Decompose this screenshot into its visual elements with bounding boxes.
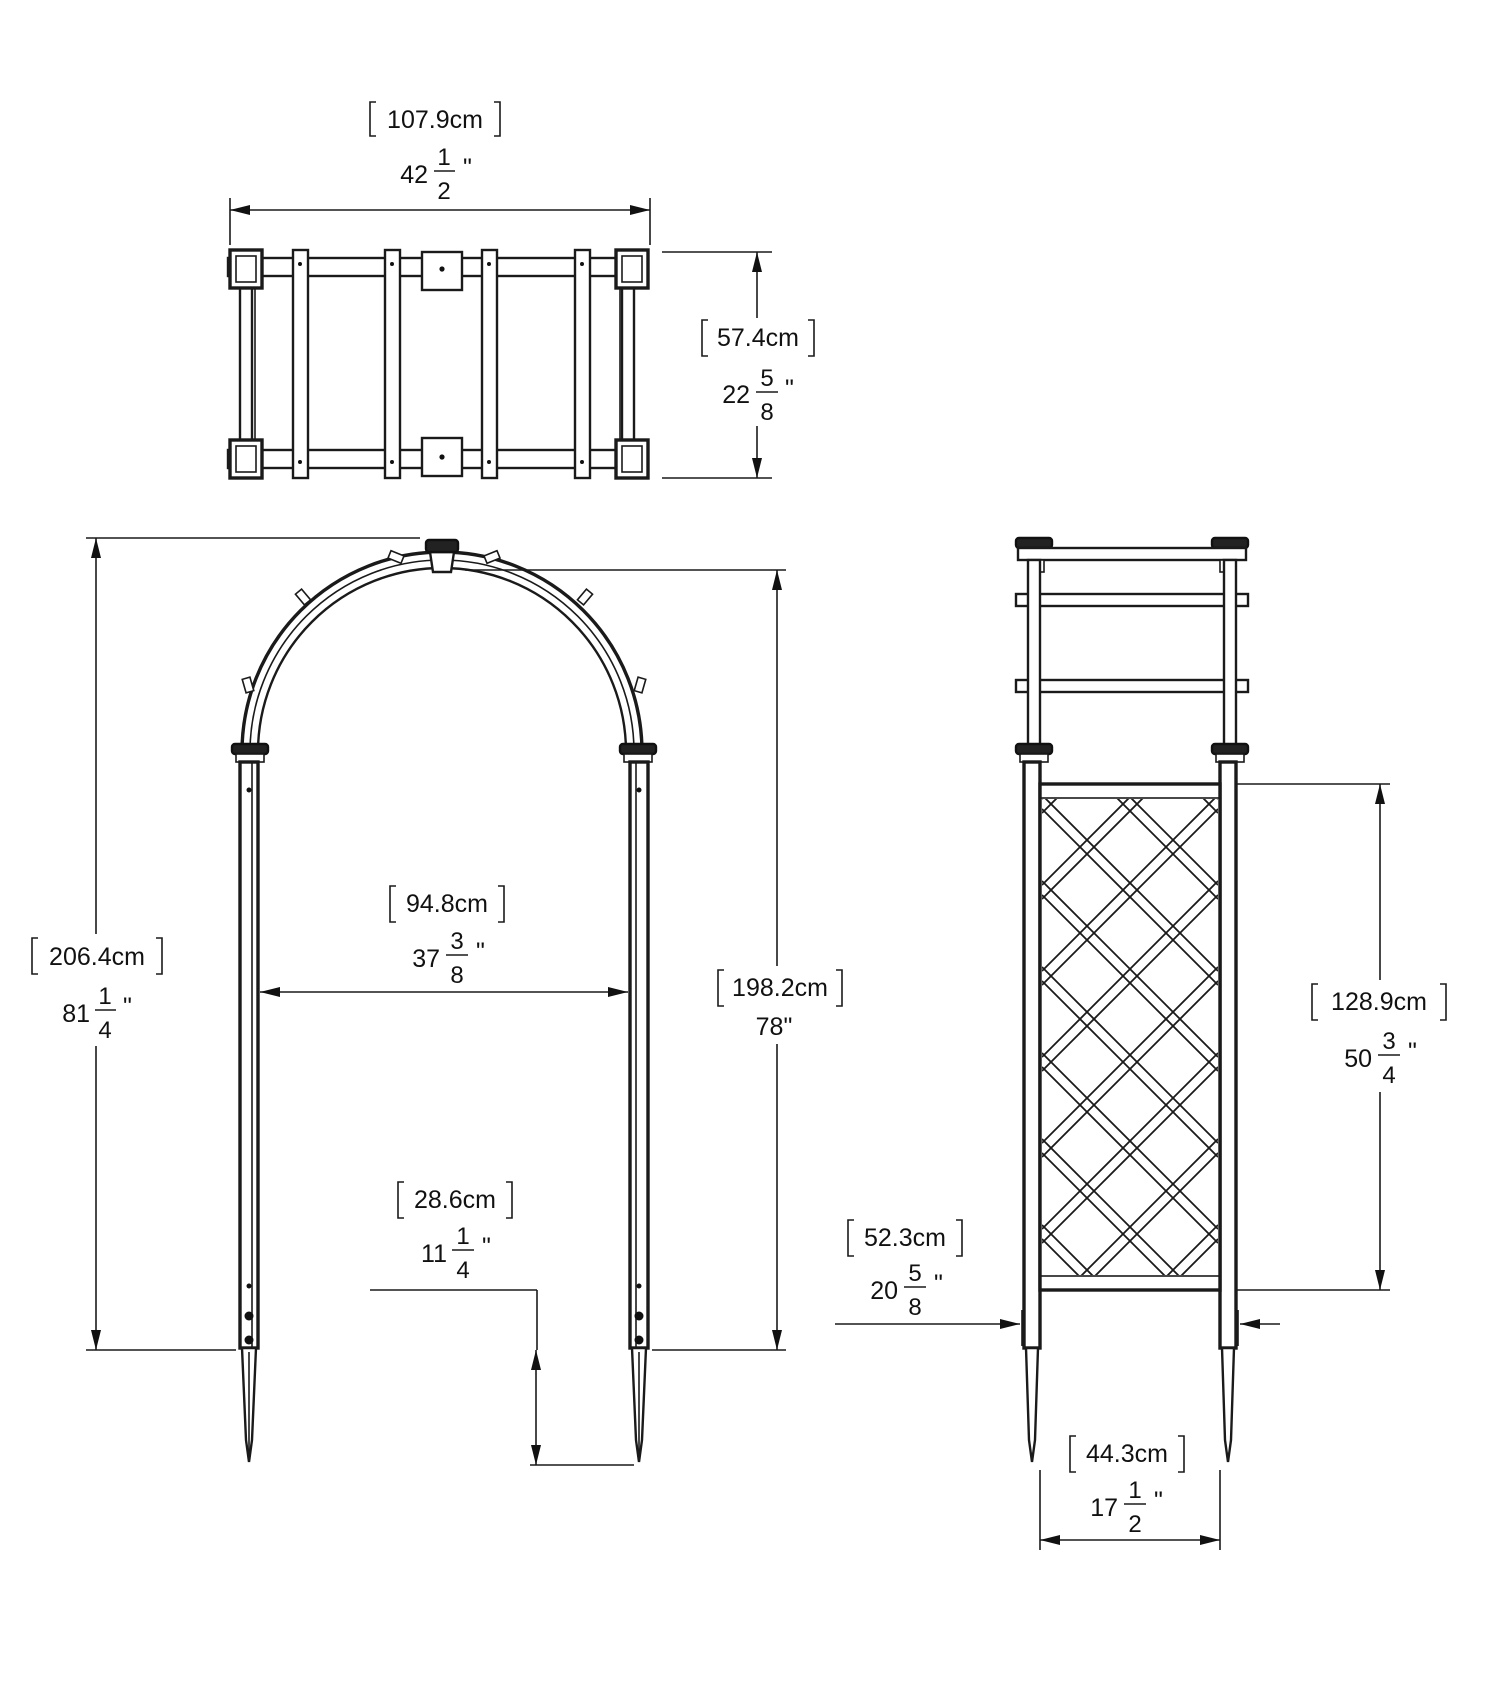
total-height-metric: 206.4cm — [49, 943, 145, 971]
side-right-post — [1218, 760, 1238, 1350]
top-depth-denominator: 8 — [760, 399, 773, 426]
stake-depth-unit: " — [482, 1233, 491, 1261]
stake-depth-denominator: 4 — [456, 1257, 469, 1284]
inner-width-numerator: 3 — [450, 928, 463, 955]
lattice-height-unit: " — [1408, 1038, 1417, 1066]
dimension-lattice-height: 128.9cm 50 3 4 " — [1236, 783, 1456, 1291]
lattice-height-metric: 128.9cm — [1331, 988, 1427, 1016]
side-depth-metric: 52.3cm — [864, 1224, 946, 1252]
arch-keystone — [428, 550, 456, 574]
total-height-unit: " — [123, 993, 132, 1021]
lattice-slat-edge — [1042, 1325, 1218, 1501]
side-depth-unit: " — [934, 1270, 943, 1298]
front-view — [230, 538, 658, 1463]
lattice-slat-edge — [1042, 894, 1218, 1072]
inner-depth-unit: " — [1154, 1487, 1163, 1515]
top-width-whole: 42 — [400, 161, 428, 189]
top-slats — [291, 248, 592, 480]
inner-width-whole: 37 — [412, 945, 440, 973]
lattice-slat-edge — [1042, 1238, 1080, 1275]
lattice-slat-edge — [1042, 799, 1144, 900]
inner-depth-numerator: 1 — [1128, 1477, 1141, 1504]
side-upper-rail-2 — [1014, 678, 1250, 694]
top-view — [226, 248, 650, 480]
front-right-post — [628, 760, 650, 1350]
side-depth-whole: 20 — [870, 1277, 898, 1305]
dimension-stake-depth: 28.6cm 11 1 4 " — [370, 1181, 634, 1466]
top-width-denominator: 2 — [437, 178, 450, 205]
total-height-denominator: 4 — [98, 1017, 111, 1044]
inner-width-unit: " — [476, 938, 485, 966]
dimension-top-depth: 57.4cm 22 5 8 " — [662, 251, 818, 479]
stake-depth-whole: 11 — [421, 1240, 447, 1268]
top-depth-numerator: 5 — [760, 365, 773, 392]
lattice-frame — [1038, 782, 1222, 1292]
side-upper-rail-1 — [1014, 592, 1250, 608]
arch-height-imperial: 78" — [756, 1013, 793, 1041]
top-depth-whole: 22 — [722, 381, 750, 409]
side-view — [1014, 536, 1250, 1501]
inner-depth-denominator: 2 — [1128, 1511, 1141, 1538]
lattice-slat-edge — [1042, 808, 1218, 986]
lattice-slat-edge — [1042, 880, 1218, 1058]
top-width-unit: " — [463, 154, 472, 182]
total-height-numerator: 1 — [98, 983, 111, 1010]
inner-width-metric: 94.8cm — [406, 890, 488, 918]
dimension-side-depth: 52.3cm 20 5 8 " — [835, 1219, 1280, 1346]
lattice-height-numerator: 3 — [1382, 1028, 1395, 1055]
dimension-total-height: 206.4cm 81 1 4 " — [28, 537, 420, 1351]
lattice-slat-edge — [1042, 551, 1218, 727]
corner-caps — [228, 248, 650, 480]
dimension-top-width: 107.9cm 42 1 2 " — [229, 101, 651, 245]
dimension-inner-width: 94.8cm 37 3 8 " — [260, 885, 628, 997]
lattice-slat-edge — [1042, 966, 1218, 1144]
lattice-slat-edge — [1042, 980, 1218, 1158]
lattice-slat-edge — [1042, 1052, 1218, 1230]
top-width-metric: 107.9cm — [387, 106, 483, 134]
front-post-caps — [230, 742, 658, 763]
side-left-post — [1022, 760, 1042, 1350]
lattice-slat-edge — [1042, 1224, 1094, 1275]
inner-width-denominator: 8 — [450, 962, 463, 989]
lattice-height-denominator: 4 — [1382, 1062, 1395, 1089]
top-width-numerator: 1 — [437, 144, 450, 171]
inner-depth-whole: 17 — [1090, 1494, 1118, 1522]
top-depth-unit: " — [785, 375, 794, 403]
lattice-slat-edge — [1042, 799, 1216, 972]
top-depth-metric: 57.4cm — [717, 324, 799, 352]
lattice-slat-edge — [1042, 551, 1218, 727]
arch-height-metric: 198.2cm — [732, 974, 828, 1002]
lattice-slat-edge — [1042, 799, 1044, 800]
stake-depth-numerator: 1 — [456, 1223, 469, 1250]
dimension-arch-height: 198.2cm 78" — [465, 569, 848, 1351]
side-depth-denominator: 8 — [908, 1294, 921, 1321]
side-right-stake — [1220, 1346, 1236, 1463]
lattice-slats — [1042, 551, 1218, 1501]
dimension-inner-depth: 44.3cm 17 1 2 " — [1039, 1435, 1221, 1550]
lattice-slat-edge — [1216, 799, 1218, 800]
lattice-slat-edge — [1166, 1224, 1218, 1275]
arch-clips — [241, 549, 647, 694]
inner-depth-metric: 44.3cm — [1086, 1440, 1168, 1468]
lattice-slat-edge — [1130, 799, 1218, 886]
front-left-post — [238, 760, 260, 1350]
lattice-slat-edge — [1042, 1325, 1218, 1501]
lattice-slat-edge — [1080, 1138, 1218, 1275]
side-depth-numerator: 5 — [908, 1260, 921, 1287]
lattice-slat-edge — [1094, 1152, 1218, 1275]
lattice-slat-edge — [1180, 1238, 1218, 1275]
stake-depth-metric: 28.6cm — [414, 1186, 496, 1214]
lattice-slat-edge — [1042, 1066, 1218, 1244]
lattice-height-whole: 50 — [1344, 1045, 1372, 1073]
lattice-slat-edge — [1042, 799, 1130, 886]
total-height-whole: 81 — [62, 1000, 90, 1028]
side-left-stake — [1024, 1346, 1040, 1463]
